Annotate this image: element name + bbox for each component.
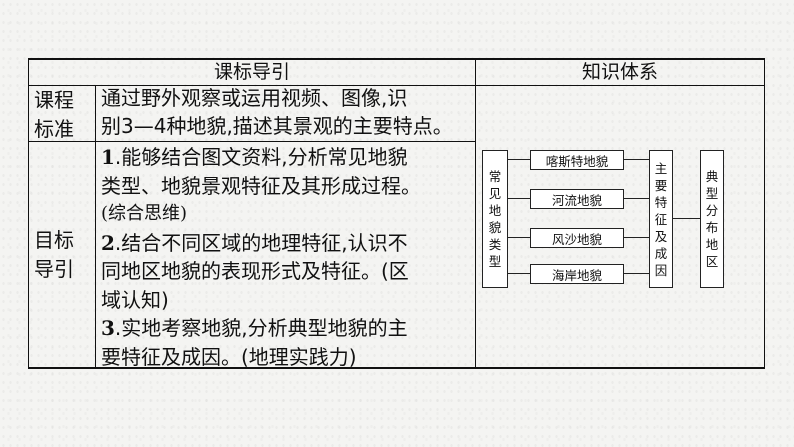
header-knowledge-system: 知识体系 (581, 61, 658, 83)
row-label-course-standard: 课程 标准 (34, 88, 74, 141)
row-label-goal-guidance: 目标 导引 (34, 228, 74, 281)
connector-left-3 (508, 237, 530, 238)
table-right-border (764, 58, 766, 369)
diagram-item-karst: 喀斯特地貌 (530, 150, 624, 170)
connector-left-1 (508, 159, 530, 160)
goal-2-line-3: 域认知) (101, 287, 169, 312)
goal-3-line-1: 3.实地考察地貌,分析典型地貌的主 (101, 316, 408, 340)
connector-left-4 (508, 273, 530, 274)
diagram-item-aeolian: 风沙地貌 (530, 228, 624, 248)
goal-1-line-2: 类型、地貌景观特征及其形成过程。 (101, 173, 421, 198)
goal-1-line-1: 1.能够结合图文资料,分析常见地貌 (101, 145, 408, 169)
goal-2-line-1: 2.结合不同区域的地理特征,认识不 (101, 230, 408, 255)
goal-2-line-2: 同地区地貌的表现形式及特征。(区 (101, 259, 409, 283)
connector-right-4 (624, 273, 649, 274)
connector-middle-right (673, 218, 700, 219)
diagram-main-features-causes: 主 要 特 征 及 成 因 (649, 150, 673, 288)
connector-right-1 (624, 159, 649, 160)
connector-left-2 (508, 198, 530, 199)
goal-guidance-text: 1.能够结合图文资料,分析常见地貌 类型、地貌景观特征及其形成过程。 (综合思维… (101, 143, 421, 371)
goal-3-line-2: 要特征及成因。(地理实践力) (101, 344, 357, 369)
diagram-common-landform-types: 常 见 地 貌 类 型 (482, 150, 508, 288)
goal-1-paren: (综合思维) (101, 203, 188, 224)
table-left-border (28, 58, 30, 369)
diagram-typical-distribution: 典 型 分 布 地 区 (700, 150, 724, 288)
header-course-guidance: 课标导引 (213, 61, 290, 83)
table-label-divider (95, 86, 97, 368)
table-column-divider (475, 58, 477, 369)
diagram-item-fluvial: 河流地貌 (530, 189, 624, 209)
connector-right-2 (624, 198, 649, 199)
table-row-divider (28, 141, 475, 143)
table-bottom-border (28, 367, 765, 369)
diagram-item-coastal: 海岸地貌 (530, 264, 624, 284)
table-header-divider (28, 85, 765, 87)
table-top-border (28, 58, 765, 60)
course-standard-text: 通过野外观察或运用视频、图像,识 别3—4种地貌,描述其景观的主要特点。 (101, 86, 453, 138)
connector-right-3 (624, 237, 649, 238)
